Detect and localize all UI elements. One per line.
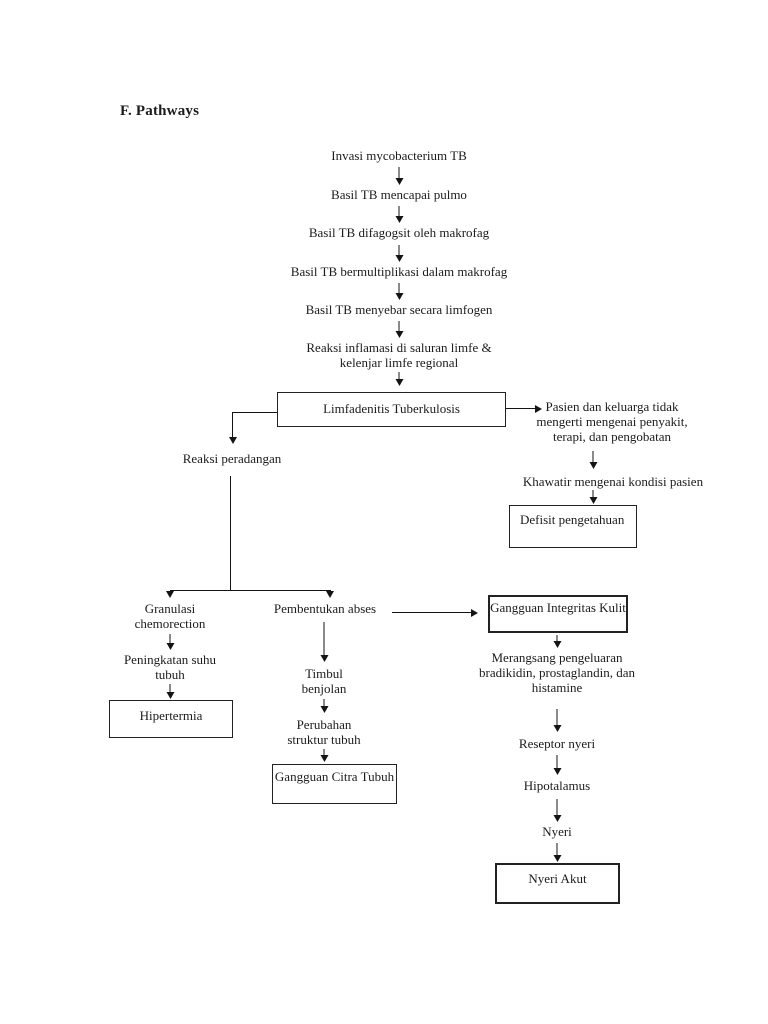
arrow-down-icon [395, 372, 404, 386]
page-title: F. Pathways [120, 103, 200, 119]
node-benjolan: Timbul benjolan [301, 666, 347, 696]
connector-line [230, 476, 232, 590]
arrow-down-icon [166, 591, 174, 598]
arrow-down-icon [166, 684, 175, 699]
connector-line [232, 412, 277, 414]
node-nyeri: Nyeri [542, 824, 572, 839]
connector-line [232, 412, 234, 437]
arrow-down-icon [553, 843, 562, 862]
arrow-down-icon [553, 755, 562, 775]
arrow-down-icon [589, 490, 598, 504]
node-hipotalamus: Hipotalamus [523, 778, 591, 793]
node-peradangan: Reaksi peradangan [182, 451, 282, 466]
arrow-down-icon [320, 749, 329, 762]
arrow-down-icon [553, 709, 562, 732]
arrow-down-icon [395, 245, 404, 262]
box-citra: Gangguan Citra Tubuh [272, 764, 397, 804]
node-perubahan: Perubahan struktur tubuh [287, 717, 361, 747]
arrow-down-icon [395, 167, 404, 185]
arrow-down-icon [553, 635, 562, 648]
box-integritas: Gangguan Integritas Kulit [488, 595, 628, 633]
node-pasien: Pasien dan keluarga tidak mengerti menge… [536, 399, 688, 444]
arrow-right-icon [506, 404, 542, 413]
arrow-down-icon [395, 206, 404, 223]
node-inflamasi: Reaksi inflamasi di saluran limfe & kele… [306, 340, 492, 370]
node-granulasi: Granulasi chemorection [134, 601, 206, 631]
node-merangsang: Merangsang pengeluaran bradikidin, prost… [479, 650, 635, 695]
node-khawatir: Khawatir mengenai kondisi pasien [522, 474, 704, 489]
arrow-down-icon [166, 634, 175, 650]
arrow-down-icon [395, 283, 404, 300]
node-menyebar: Basil TB menyebar secara limfogen [305, 302, 493, 317]
arrow-down-icon [553, 799, 562, 822]
arrow-down-icon [320, 699, 329, 713]
arrow-right-icon [392, 608, 478, 617]
node-multiplikasi: Basil TB bermultiplikasi dalam makrofag [290, 264, 508, 279]
box-limfadenitis: Limfadenitis Tuberkulosis [277, 392, 506, 427]
connector-line [170, 590, 331, 592]
arrow-down-icon [326, 591, 334, 598]
node-difagogsit: Basil TB difagogsit oleh makrofag [308, 225, 490, 240]
arrow-down-icon [320, 622, 329, 662]
node-invasi: Invasi mycobacterium TB [331, 148, 467, 163]
box-defisit: Defisit pengetahuan [509, 505, 637, 548]
node-mencapai: Basil TB mencapai pulmo [331, 187, 467, 202]
box-hipertermia: Hipertermia [109, 700, 233, 738]
node-abses: Pembentukan abses [273, 601, 377, 616]
box-nyeri-akut: Nyeri Akut [495, 863, 620, 904]
node-reseptor: Reseptor nyeri [518, 736, 596, 751]
arrow-down-icon [395, 321, 404, 338]
arrow-down-icon [229, 437, 237, 444]
arrow-down-icon [589, 451, 598, 469]
node-suhu: Peningkatan suhu tubuh [123, 652, 217, 682]
